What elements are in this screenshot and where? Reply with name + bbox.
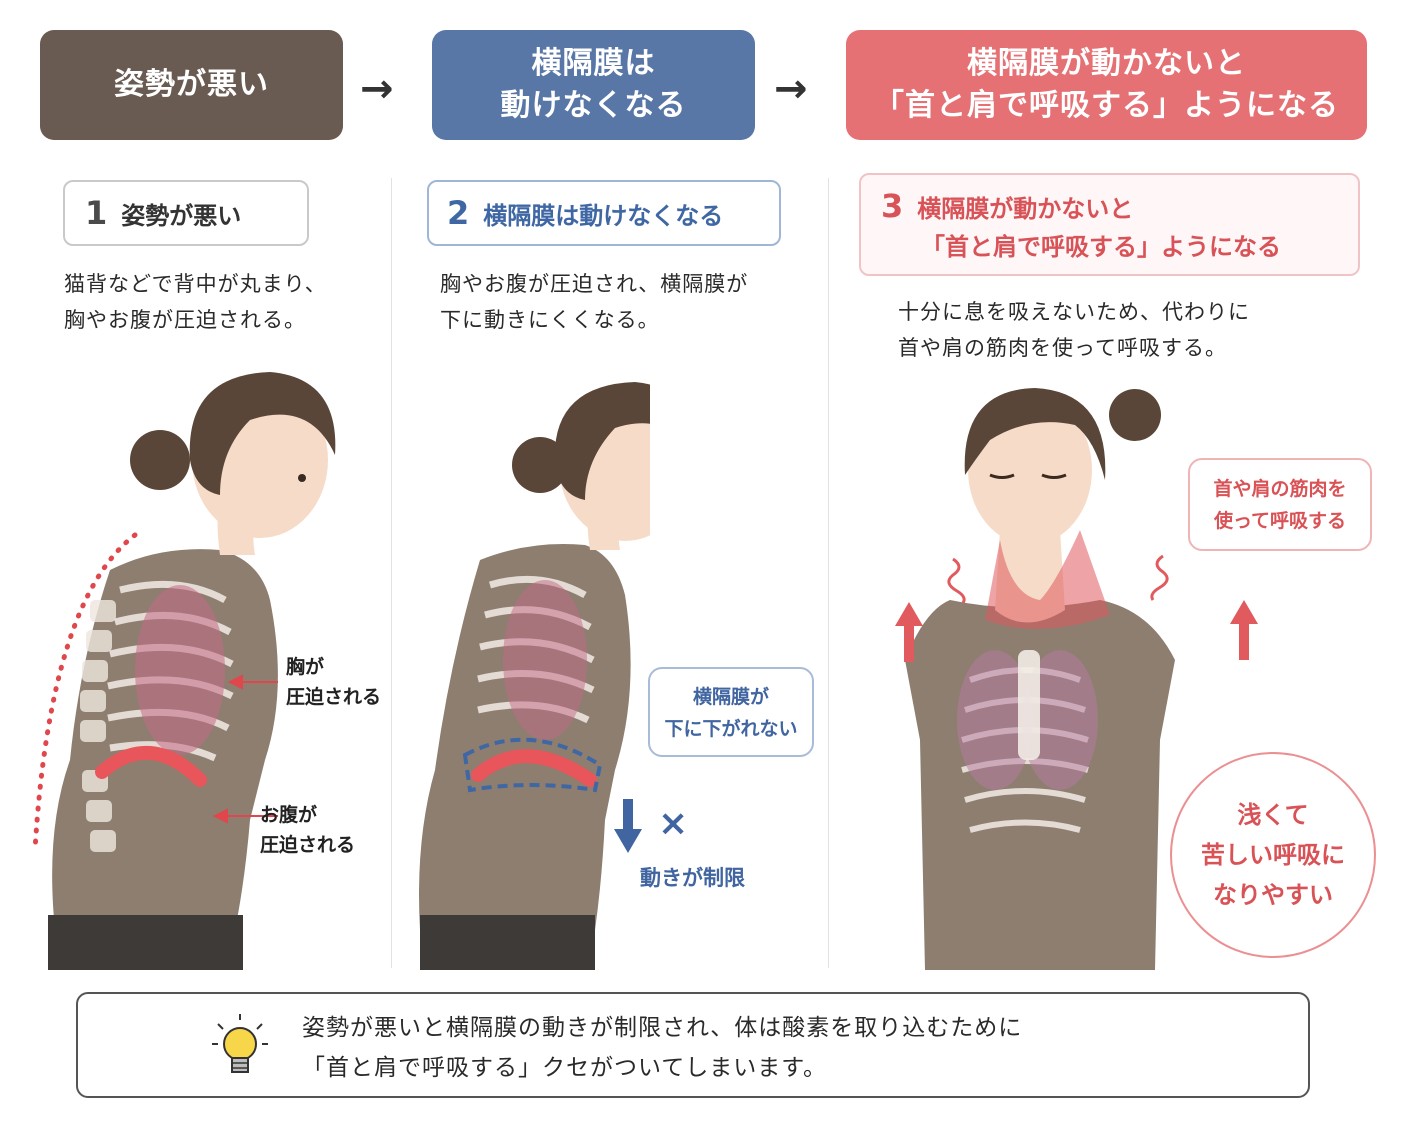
header-bad-posture-text: 姿勢が悪い [114, 67, 269, 102]
figure-slouching-woman [32, 372, 336, 970]
circle-line3: なりやすい [1213, 881, 1333, 909]
bubble-diaphragm-line1: 横隔膜が [692, 686, 769, 708]
step3-title-line1: 横隔膜が動かないと [917, 194, 1134, 223]
step3-title-line2: 「首と肩で呼吸する」ようになる [921, 232, 1281, 261]
flow-arrow-2: → [774, 66, 808, 112]
figure-neck-breathing-woman [905, 388, 1175, 970]
lightbulb-icon [212, 1014, 268, 1073]
label-belly-line2: 圧迫される [260, 834, 356, 856]
step2-desc-line1: 胸やお腹が圧迫され、横隔膜が [440, 272, 749, 296]
header-diaphragm-line2: 動けなくなる [500, 88, 687, 123]
label-belly-line1: お腹が [260, 804, 318, 826]
flow-arrow-1: → [360, 66, 394, 112]
label-chest-line2: 圧迫される [286, 686, 382, 708]
up-arrow-icon-right [1230, 600, 1258, 660]
figure-restricted-diaphragm-woman [419, 382, 650, 970]
step3-desc-line2: 首や肩の筋肉を使って呼吸する。 [898, 336, 1227, 360]
step1-desc-line1: 猫背などで背中が丸まり、 [64, 272, 327, 296]
shallow-breathing-circle: 浅くて 苦しい呼吸に なりやすい [1170, 752, 1376, 958]
panel-divider-2 [828, 178, 829, 968]
step1-number: 1 [85, 194, 108, 232]
step3-desc-line1: 十分に息を吸えないため、代わりに [898, 300, 1250, 324]
circle-line2: 苦しい呼吸に [1201, 841, 1345, 869]
header-diaphragm-stuck: 横隔膜は 動けなくなる [432, 30, 755, 140]
bubble-neck-line2: 使って呼吸する [1213, 510, 1347, 532]
speech-bubble-neck-muscles: 首や肩の筋肉を 使って呼吸する [1188, 458, 1372, 551]
step2-desc-line2: 下に動きにくくなる。 [440, 308, 660, 332]
down-arrow-icon [614, 799, 642, 853]
tension-squiggle-icon-left [947, 557, 966, 604]
summary-line1: 姿勢が悪いと横隔膜の動きが制限され、体は酸素を取り込むために [302, 1015, 1023, 1041]
step1-title: 姿勢が悪い [121, 201, 242, 230]
summary-text: 姿勢が悪いと横隔膜の動きが制限され、体は酸素を取り込むために 「首と肩で呼吸する… [302, 1008, 1022, 1088]
step1-desc-line2: 胸やお腹が圧迫される。 [64, 308, 306, 332]
label-chest-line1: 胸が [286, 656, 325, 678]
restricted-movement-label: 動きが制限 [640, 866, 745, 890]
step2-title-box: 2 横隔膜は動けなくなる [427, 180, 781, 246]
circle-line1: 浅くて [1237, 801, 1309, 829]
label-chest-compressed: 胸が 圧迫される [286, 652, 381, 712]
step1-title-box: 1 姿勢が悪い [63, 180, 309, 246]
step2-number: 2 [447, 194, 470, 232]
restriction-cross-icon: × [658, 803, 689, 844]
step3-title-box: 3 横隔膜が動かないと 「首と肩で呼吸する」ようになる [859, 173, 1360, 276]
step3-number: 3 [881, 187, 904, 225]
header-neck-line1: 横隔膜が動かないと [967, 46, 1246, 81]
header-diaphragm-line1: 横隔膜は [531, 46, 656, 81]
step3-description: 十分に息を吸えないため、代わりに 首や肩の筋肉を使って呼吸する。 [898, 294, 1250, 366]
step2-title: 横隔膜は動けなくなる [483, 201, 724, 230]
step1-description: 猫背などで背中が丸まり、 胸やお腹が圧迫される。 [64, 266, 327, 338]
label-belly-compressed: お腹が 圧迫される [260, 800, 355, 860]
speech-bubble-diaphragm: 横隔膜が 下に下がれない [648, 667, 814, 757]
step2-description: 胸やお腹が圧迫され、横隔膜が 下に動きにくくなる。 [440, 266, 748, 338]
header-bad-posture: 姿勢が悪い [40, 30, 343, 140]
header-neck-line2: 「首と肩で呼吸する」ようになる [874, 88, 1339, 123]
tension-squiggle-icon-right [1150, 554, 1169, 601]
header-neck-breathing: 横隔膜が動かないと 「首と肩で呼吸する」ようになる [846, 30, 1367, 140]
up-arrow-icon-left [895, 602, 923, 662]
summary-box: 姿勢が悪いと横隔膜の動きが制限され、体は酸素を取り込むために 「首と肩で呼吸する… [76, 992, 1310, 1098]
summary-line2: 「首と肩で呼吸する」クセがついてしまいます。 [302, 1055, 828, 1081]
panel-divider-1 [391, 178, 392, 968]
bubble-neck-line1: 首や肩の筋肉を [1213, 478, 1347, 500]
bubble-diaphragm-line2: 下に下がれない [664, 718, 798, 740]
